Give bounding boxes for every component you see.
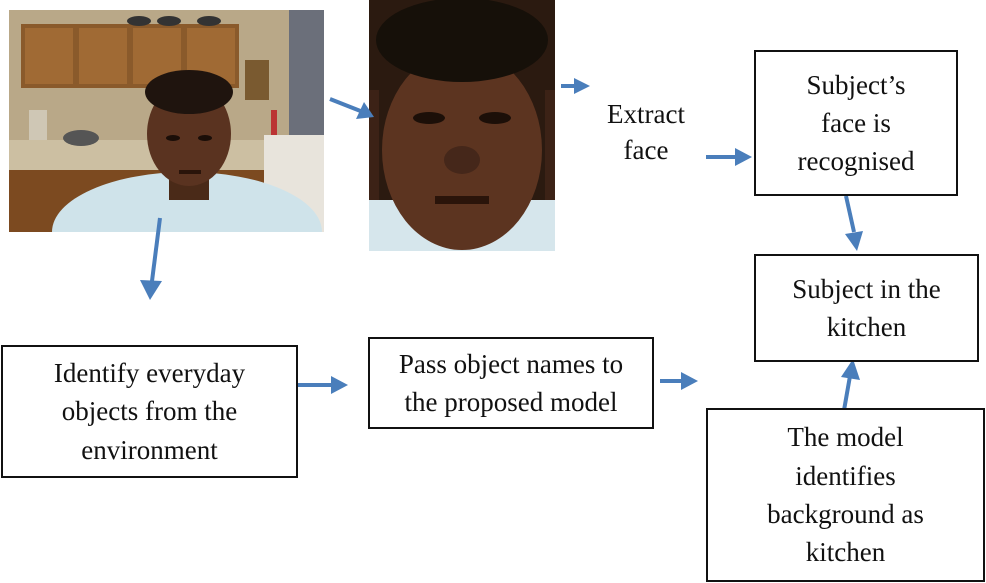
arrowhead-face-to-extract: [574, 78, 590, 94]
pass-object-names-box: Pass object names to the proposed model: [368, 337, 654, 429]
model-identifies-background-label: The model identifies background as kitch…: [767, 422, 924, 568]
face-recognised-label: Subject’s face is recognised: [797, 69, 915, 177]
pass-object-names-label: Pass object names to the proposed model: [398, 348, 624, 417]
identify-objects-label: Identify everyday objects from the envir…: [53, 358, 246, 465]
subject-in-kitchen-label: Subject in the kitchen: [792, 273, 941, 342]
model-identifies-background-box: The model identifies background as kitch…: [706, 408, 985, 582]
arrowhead-extract-to-recognised: [735, 148, 752, 166]
face-crop-photo: [369, 0, 555, 251]
extract-face-label: Extract face: [607, 99, 685, 165]
subject-in-kitchen-box: Subject in the kitchen: [754, 254, 979, 362]
identify-objects-box: Identify everyday objects from the envir…: [1, 345, 298, 478]
arrowhead-recognised-to-kitchen: [845, 231, 863, 251]
kitchen-scene-photo: [9, 10, 324, 232]
arrowhead-model-to-kitchen: [841, 359, 860, 380]
face-recognised-box: Subject’s face is recognised: [754, 50, 958, 196]
arrowhead-pass-to-model: [681, 372, 698, 390]
arrow-photo-to-face: [329, 97, 364, 114]
arrowhead-identify-to-pass: [331, 376, 348, 394]
arrowhead-photo-to-identify: [140, 280, 162, 300]
arrow-recognised-to-kitchen: [844, 195, 856, 233]
